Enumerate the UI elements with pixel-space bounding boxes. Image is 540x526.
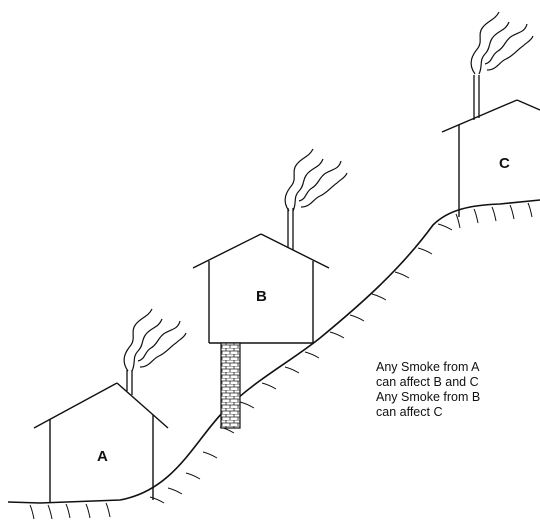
hatch-stroke: [491, 206, 497, 222]
note-line-3: Any Smoke from B: [376, 390, 481, 404]
house-b-label: B: [256, 288, 267, 305]
house-c-label: C: [499, 155, 510, 172]
hatch-stroke: [304, 351, 320, 359]
hatch-stroke: [202, 451, 218, 459]
hatch-stroke: [509, 204, 515, 220]
note-line-1: Any Smoke from A: [376, 360, 480, 374]
hatch-stroke: [329, 331, 345, 339]
note-line-4: can affect C: [376, 405, 443, 419]
hatch-stroke: [473, 208, 479, 224]
hatch-stroke: [284, 366, 300, 374]
hatch-stroke: [394, 271, 410, 279]
hill-slope: [7, 199, 540, 504]
smoke-note: Any Smoke from A can affect B and C Any …: [376, 360, 480, 420]
house-b: B: [192, 208, 330, 429]
hatch-stroke: [417, 247, 433, 255]
smoke-plume-a: [123, 308, 187, 372]
ground-hatching: [29, 202, 533, 520]
hatch-stroke: [47, 504, 53, 520]
hatch-stroke: [149, 496, 165, 504]
hatch-stroke: [437, 223, 453, 231]
hatch-stroke: [85, 503, 91, 519]
smoke-plume-b: [284, 148, 348, 212]
hatch-stroke: [65, 503, 71, 519]
hatch-stroke: [371, 293, 387, 301]
hatch-stroke: [239, 401, 255, 409]
house-c: C: [441, 75, 540, 217]
hatch-stroke: [527, 202, 533, 218]
hatch-stroke: [261, 382, 277, 390]
house-a-label: A: [97, 448, 108, 465]
hatch-stroke: [105, 502, 111, 518]
hatch-stroke: [185, 472, 201, 480]
brick-pillar: [220, 342, 241, 429]
hatch-stroke: [349, 314, 365, 322]
note-line-2: can affect B and C: [376, 375, 479, 389]
hatch-stroke: [455, 213, 461, 229]
hatch-stroke: [167, 487, 183, 495]
hatch-stroke: [29, 504, 35, 520]
house-a: A: [33, 370, 169, 502]
smoke-plume-c: [470, 11, 534, 75]
